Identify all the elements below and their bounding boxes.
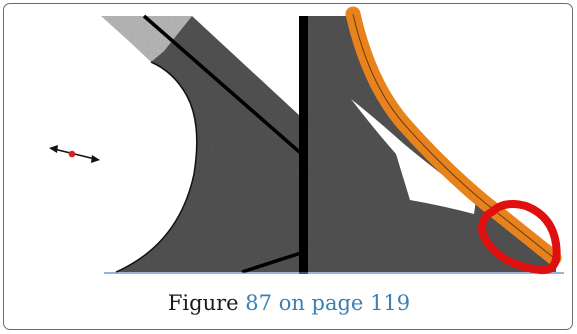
page-number-link[interactable]: 119	[370, 291, 411, 315]
diagonal-line-upper	[142, 14, 306, 158]
orange-curve-centerline	[352, 13, 555, 259]
figure-illustration	[49, 6, 564, 275]
figure-caption: Figure 87 on page 119	[4, 290, 572, 316]
double-arrow-icon[interactable]	[49, 145, 100, 163]
marker-dot[interactable]	[68, 150, 76, 158]
white-cutout-region	[351, 99, 476, 214]
caption-middle-link[interactable]: on page	[278, 291, 364, 315]
caption-prefix: Figure	[167, 291, 239, 315]
left-shaded-region	[116, 16, 300, 272]
vertical-wall	[299, 16, 308, 274]
figure-frame: Figure 87 on page 119	[3, 3, 573, 330]
light-shaded-region	[101, 16, 192, 62]
highlight-circle	[478, 200, 561, 275]
figure-number-link[interactable]: 87	[245, 291, 272, 315]
diagonal-line-lower	[241, 250, 305, 274]
circle-boundary-arc	[115, 61, 198, 273]
